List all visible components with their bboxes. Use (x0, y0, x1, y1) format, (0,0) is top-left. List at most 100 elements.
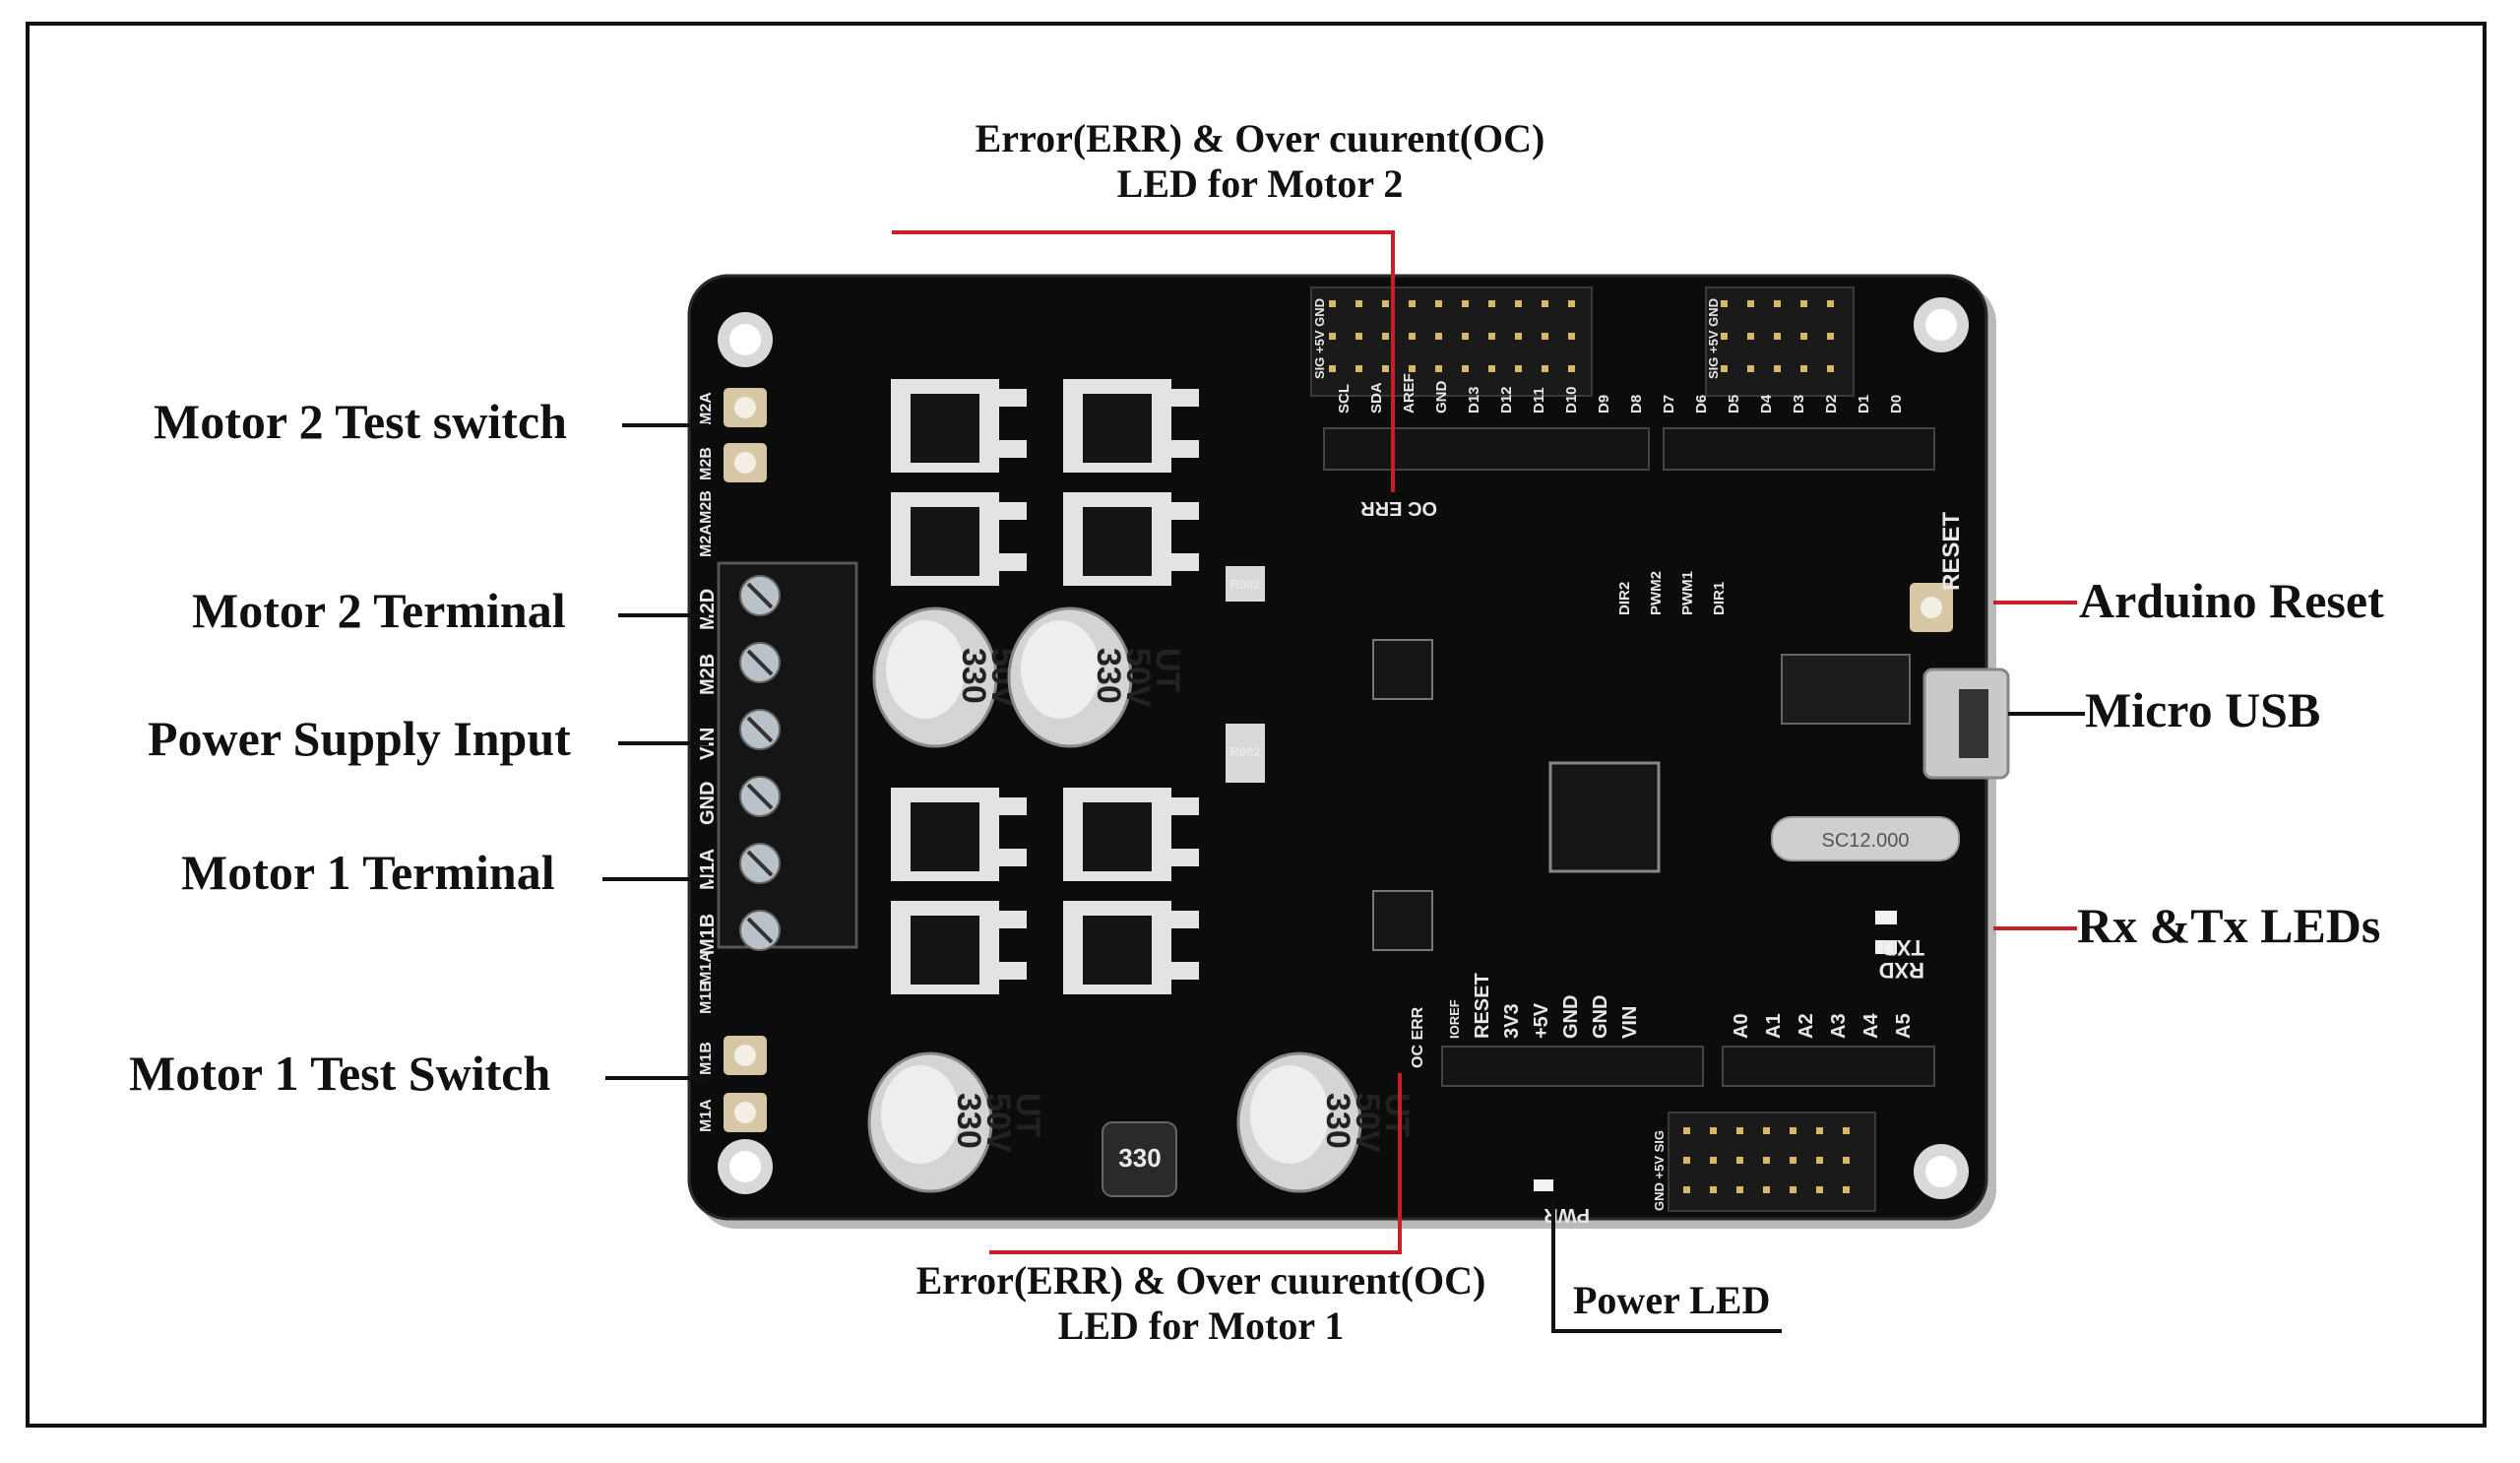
capacitor-label: 33050VUT (1319, 1093, 1416, 1153)
header-pin (1435, 365, 1442, 372)
header-pin (1568, 300, 1575, 307)
silk-side-label: M1A (698, 951, 715, 985)
header-pin (1721, 333, 1728, 340)
capacitor-highlight (1250, 1065, 1329, 1164)
mosfet-lead (999, 553, 1027, 571)
mcu-chip (1548, 761, 1661, 873)
silk-driver-label: PWM2 (1648, 571, 1665, 615)
capacitor-highlight (1021, 620, 1100, 719)
silk-terminal-label: GND (697, 782, 719, 825)
header-pin (1843, 1127, 1850, 1134)
power-led (1534, 1179, 1553, 1191)
header-pin (1827, 300, 1834, 307)
mosfet-lead (999, 797, 1027, 815)
mosfet-lead (999, 502, 1027, 520)
silk-side-label: M2B (698, 447, 715, 480)
capacitors: 33050VUT33050VUT33050VUT33050VUT (867, 606, 1416, 1193)
mosfet-lead (999, 849, 1027, 866)
header-pin (1515, 333, 1522, 340)
header-pin (1435, 333, 1442, 340)
header-pin (1488, 365, 1495, 372)
header-pin (1790, 1127, 1796, 1134)
mosfets (891, 379, 1199, 994)
motor1-switches (724, 1036, 767, 1132)
mosfet-lead (1171, 502, 1199, 520)
label-err-oc-motor2-line1: Error(ERR) & Over cuurent(OC) (975, 116, 1545, 160)
silk-pin-label: D4 (1758, 394, 1775, 413)
silk-side-label: M2B (698, 490, 715, 524)
mosfet-body (911, 507, 979, 576)
mosfet-lead (1171, 440, 1199, 458)
header-pin (1763, 1157, 1770, 1164)
mosfet-body (911, 916, 979, 985)
header-pin (1329, 300, 1336, 307)
reset-button-cap (1921, 597, 1942, 618)
capacitor-label: 33050VUT (950, 1093, 1046, 1153)
label-power-supply-input: Power Supply Input (148, 711, 571, 766)
silk-rxd: RXD (1879, 958, 1924, 983)
label-micro-usb: Micro USB (2085, 682, 2321, 737)
silk-pin-label: D6 (1693, 395, 1710, 413)
driver-ic-motor1 (1372, 890, 1433, 951)
header-pin (1816, 1127, 1823, 1134)
mosfet-body (1083, 394, 1152, 463)
shunt-top-label: R002 (1229, 577, 1260, 592)
header-pin (1462, 365, 1469, 372)
terminal-block (717, 561, 858, 949)
header-pin (1843, 1186, 1850, 1193)
mosfet-body (1083, 916, 1152, 985)
header-pin (1843, 1157, 1850, 1164)
header-pin (1488, 300, 1495, 307)
silk-pin-label: D0 (1888, 395, 1905, 413)
txd-led (1875, 911, 1897, 924)
silk-terminal-label: M2B (697, 654, 719, 695)
mounting-holes (718, 297, 1969, 1199)
digital-header-right (1663, 427, 1935, 471)
terminal-screw-slot (746, 582, 774, 609)
silk-pin-label: D12 (1498, 386, 1515, 413)
silk-side-label: M1B (698, 1042, 715, 1075)
header-pin (1488, 333, 1495, 340)
header-pin (1382, 365, 1389, 372)
shunt-bottom (1226, 724, 1265, 783)
shunt-top (1226, 566, 1265, 602)
silk-driver-label: DIR2 (1616, 582, 1633, 615)
silk-oc-err-bottom: OC ERR (1410, 1006, 1426, 1068)
silk-pin-label: D13 (1466, 386, 1482, 413)
label-arduino-reset: Arduino Reset (2079, 573, 2384, 628)
mosfet-lead (1171, 553, 1199, 571)
header-pin (1763, 1127, 1770, 1134)
diagram-frame (26, 22, 2487, 1428)
mosfet-body (911, 394, 979, 463)
terminal-screw-slot (746, 716, 774, 743)
inductor-label: 330 (1118, 1143, 1161, 1173)
label-err-oc-motor2-line2: LED for Motor 2 (1116, 161, 1404, 206)
silk-pin-label: A5 (1893, 1013, 1915, 1039)
mosfet-lead (1171, 849, 1199, 866)
silk-terminal-labels: M2DM2BVINGNDM1AM1BM2AM2BM2BM2AM1AM1BM1BM… (697, 392, 719, 1132)
silk-pin-label: D10 (1563, 386, 1580, 413)
header-pin (1683, 1157, 1690, 1164)
analog-header (1722, 1046, 1935, 1087)
mosfet-lead (999, 911, 1027, 928)
silk-pin-label: D5 (1726, 395, 1742, 413)
silk-pin-label: D3 (1791, 395, 1807, 413)
callout-lines (602, 230, 2085, 1333)
header-pin (1816, 1157, 1823, 1164)
mosfet-lead (999, 962, 1027, 980)
header-pin (1747, 300, 1754, 307)
terminal-screw-slot (746, 649, 774, 676)
mosfet-lead (999, 389, 1027, 407)
header-pin (1721, 300, 1728, 307)
silk-terminal-label: M1A (697, 849, 719, 890)
silk-pin-label: +5V (1531, 1002, 1552, 1039)
silk-sig-bottom: GND +5V SIG (1652, 1130, 1667, 1211)
header-pin (1568, 365, 1575, 372)
silk-pin-label: GND (1433, 381, 1450, 414)
terminal-screw-slot (746, 783, 774, 810)
header-pin (1355, 300, 1362, 307)
label-err-oc-motor1-line2: LED for Motor 1 (1057, 1304, 1345, 1348)
silk-pin-label: A3 (1828, 1013, 1850, 1039)
header-pin (1710, 1157, 1717, 1164)
